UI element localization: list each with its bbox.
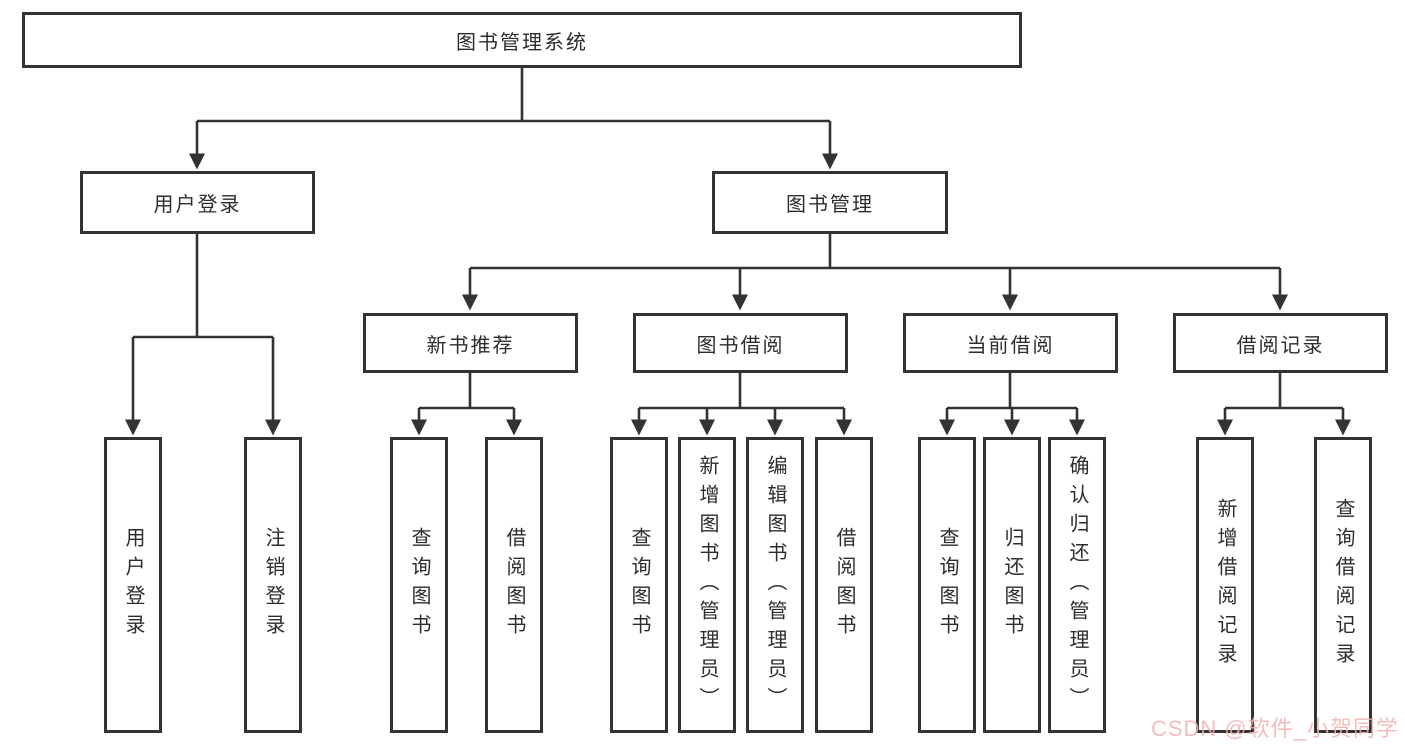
leaf-borrow-books-recommend: 借阅图书	[485, 437, 543, 733]
leaf-logout: 注销登录	[244, 437, 302, 733]
leaf-borrow-books-label: 借阅图书	[833, 527, 855, 643]
leaf-add-book-admin-label: 新增图书（管理员）	[696, 454, 718, 716]
leaf-borrow-books-recommend-label: 借阅图书	[503, 527, 525, 643]
leaf-query-books-recommend: 查询图书	[390, 437, 448, 733]
leaf-query-borrow-record-label: 查询借阅记录	[1332, 498, 1354, 672]
leaf-return-books-label: 归还图书	[1001, 527, 1023, 643]
leaf-confirm-return-admin-label: 确认归还（管理员）	[1066, 454, 1088, 716]
leaf-query-books-recommend-label: 查询图书	[408, 527, 430, 643]
node-book-management-branch: 图书管理	[712, 171, 948, 234]
leaf-add-book-admin: 新增图书（管理员）	[678, 437, 736, 733]
leaf-user-login-label: 用户登录	[122, 527, 144, 643]
leaf-query-books-borrow: 查询图书	[610, 437, 668, 733]
leaf-query-borrow-record: 查询借阅记录	[1314, 437, 1372, 733]
leaf-borrow-books: 借阅图书	[815, 437, 873, 733]
leaf-edit-book-admin: 编辑图书（管理员）	[746, 437, 804, 733]
node-library-management-system: 图书管理系统	[22, 12, 1022, 68]
node-user-login-branch: 用户登录	[80, 171, 315, 234]
leaf-edit-book-admin-label: 编辑图书（管理员）	[764, 454, 786, 716]
leaf-add-borrow-record-label: 新增借阅记录	[1214, 498, 1236, 672]
leaf-query-books-current-label: 查询图书	[936, 527, 958, 643]
leaf-logout-label: 注销登录	[262, 527, 284, 643]
leaf-confirm-return-admin: 确认归还（管理员）	[1048, 437, 1106, 733]
leaf-user-login: 用户登录	[104, 437, 162, 733]
node-borrow-records: 借阅记录	[1173, 313, 1388, 373]
node-current-borrow: 当前借阅	[903, 313, 1118, 373]
leaf-query-books-current: 查询图书	[918, 437, 976, 733]
leaf-add-borrow-record: 新增借阅记录	[1196, 437, 1254, 733]
node-new-book-recommend: 新书推荐	[363, 313, 578, 373]
leaf-return-books: 归还图书	[983, 437, 1041, 733]
node-book-borrow: 图书借阅	[633, 313, 848, 373]
leaf-query-books-borrow-label: 查询图书	[628, 527, 650, 643]
